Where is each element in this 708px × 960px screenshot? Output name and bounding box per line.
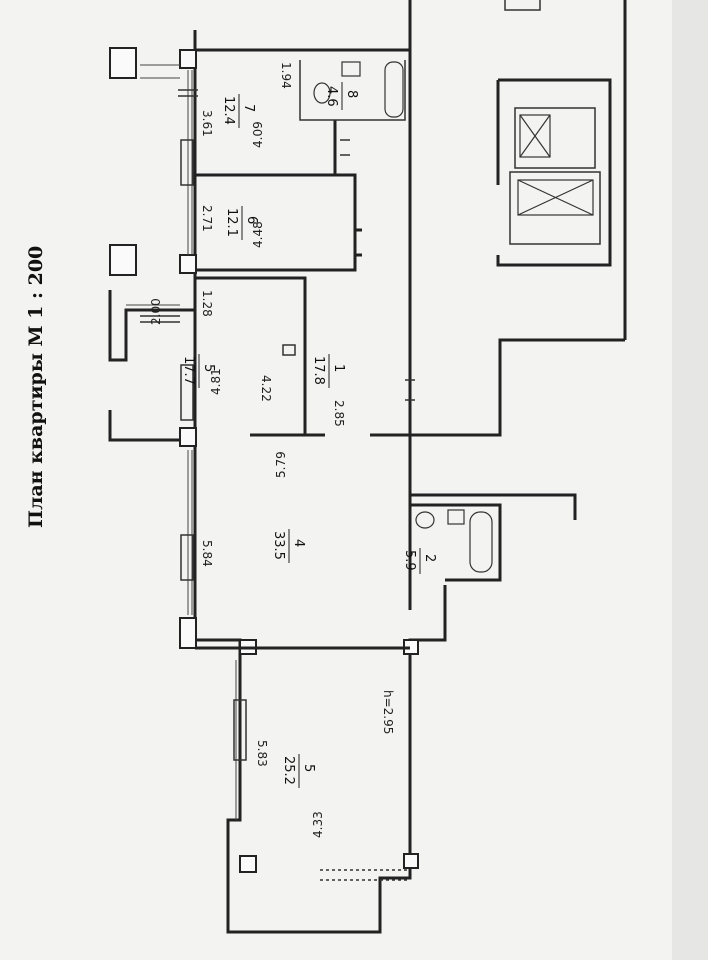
sink-2-icon xyxy=(447,509,465,525)
svg-text:12.4: 12.4 xyxy=(221,96,236,125)
svg-text:5: 5 xyxy=(201,364,216,372)
ceiling-height: h=2.95 xyxy=(381,690,395,734)
dimension-labels: 3.61 4.09 1.94 2.71 4.48 1.28 2.00 4.81 … xyxy=(149,62,395,838)
exterior-walls xyxy=(108,0,447,934)
sink-icon xyxy=(341,61,361,77)
column-8 xyxy=(239,855,257,873)
dim-4-48: 4.48 xyxy=(251,221,265,248)
dim-4-33: 4.33 xyxy=(311,811,325,838)
svg-text:7: 7 xyxy=(241,104,256,112)
dim-4-81: 4.81 xyxy=(209,368,223,395)
dim-2-85: 2.85 xyxy=(332,400,346,427)
room-1-label: 1 17.8 xyxy=(311,354,346,388)
svg-text:5: 5 xyxy=(301,764,316,772)
building-core xyxy=(496,0,627,340)
balcony-post-top xyxy=(109,47,137,79)
svg-text:25.2: 25.2 xyxy=(281,756,296,785)
column-3 xyxy=(179,427,197,447)
windows xyxy=(126,64,247,820)
dim-1-28: 1.28 xyxy=(200,290,214,317)
svg-text:4: 4 xyxy=(291,539,306,547)
column-7 xyxy=(403,853,419,869)
room-8-label: 8 4.6 xyxy=(324,82,359,110)
svg-text:5.9: 5.9 xyxy=(402,550,417,571)
bathtub-icon xyxy=(384,61,404,118)
bathtub-2-icon xyxy=(469,511,493,573)
dim-2-71: 2.71 xyxy=(200,205,214,232)
svg-text:12.1: 12.1 xyxy=(224,208,239,237)
toilet-2-icon xyxy=(415,511,435,529)
dim-1-94: 1.94 xyxy=(279,62,293,89)
dim-4-22: 4.22 xyxy=(259,375,273,402)
interior-walls xyxy=(195,50,625,650)
room-2-label: 2 5.9 xyxy=(402,548,437,574)
toilet-icon xyxy=(313,82,331,104)
room-7-label: 7 12.4 xyxy=(221,94,256,128)
room-5a-label: 5 17.7 xyxy=(181,354,216,388)
balcony-post-mid xyxy=(109,244,137,276)
room-5b-label: 5 25.2 xyxy=(281,754,316,788)
fixtures xyxy=(313,61,493,573)
dim-4-09: 4.09 xyxy=(251,121,265,148)
column-1 xyxy=(179,49,197,69)
svg-text:1: 1 xyxy=(331,364,346,372)
svg-text:4.6: 4.6 xyxy=(324,86,339,107)
elevator-small-icon xyxy=(519,114,551,158)
dim-3-61: 3.61 xyxy=(200,110,214,137)
doors xyxy=(140,89,410,881)
column-4 xyxy=(179,617,197,649)
svg-text:8: 8 xyxy=(344,90,359,98)
column-2 xyxy=(179,254,197,274)
svg-text:2: 2 xyxy=(422,554,437,562)
svg-text:33.5: 33.5 xyxy=(271,531,286,560)
room-labels: 7 12.4 8 4.6 6 12.1 5 17.7 1 17.8 4 33.5 xyxy=(181,82,437,788)
svg-text:17.8: 17.8 xyxy=(311,356,326,385)
room-4-label: 4 33.5 xyxy=(271,529,306,563)
dim-5-84: 5.84 xyxy=(200,540,214,567)
dim-5-83: 5.83 xyxy=(255,740,269,767)
room-6-label: 6 12.1 xyxy=(224,206,259,240)
svg-text:6: 6 xyxy=(244,216,259,224)
page-edge xyxy=(672,0,708,960)
plan-title: План квартиры М 1 : 200 xyxy=(25,246,47,528)
dim-2-00: 2.00 xyxy=(149,298,163,325)
elevator-large-icon xyxy=(517,179,594,216)
svg-text:17.7: 17.7 xyxy=(181,356,196,385)
dim-5-79: 5.79 xyxy=(274,451,288,478)
